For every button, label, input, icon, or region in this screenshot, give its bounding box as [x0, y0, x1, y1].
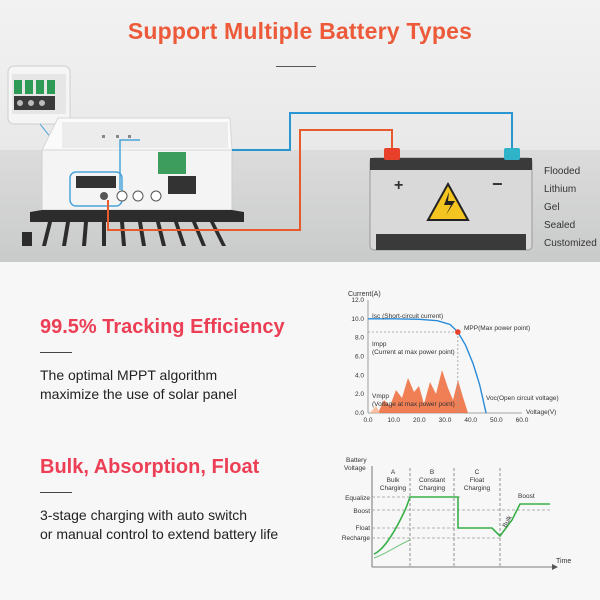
stage-name: Float	[470, 477, 485, 484]
feature-divider	[40, 352, 72, 353]
stage-name: Charging	[419, 485, 446, 492]
battery-minus-label: −	[492, 174, 503, 194]
battery-plus-label: +	[394, 177, 403, 194]
bulk-annotation: Bulk	[502, 514, 514, 529]
iv-x-tick-label: 40.0	[464, 417, 477, 424]
mpp-point	[455, 329, 461, 335]
iv-xlabel: Voltage(V)	[526, 409, 556, 416]
stage-name: Charging	[380, 485, 407, 492]
iv-y-tick-label: 2.0	[355, 391, 364, 398]
iv-x-tick-label: 0.0	[363, 417, 372, 424]
feature-description-charging: 3-stage charging with auto switch or man…	[40, 506, 278, 544]
feature-description-tracking: The optimal MPPT algorithm maximize the …	[40, 366, 237, 404]
terminal-zoom-inset	[7, 65, 71, 125]
vmpp-desc: (Voltage at max power point)	[372, 401, 455, 408]
vmpp-label: Vmpp	[372, 393, 389, 400]
charge-ylabel-1: Battery	[346, 457, 367, 464]
mpp-label: MPP(Max power point)	[464, 325, 530, 332]
stage-letter: C	[475, 469, 480, 476]
description-line: maximize the use of solar panel	[40, 386, 237, 402]
boost-annotation: Boost	[518, 493, 535, 500]
time-arrow-icon	[552, 564, 558, 570]
battery-type-item: Gel	[544, 202, 560, 213]
controller-battery-illustration: + −	[7, 65, 533, 251]
description-line: The optimal MPPT algorithm	[40, 367, 218, 383]
iv-y-tick-label: 12.0	[351, 297, 364, 304]
stage-letter: A	[391, 469, 396, 476]
impp-label: Impp	[372, 341, 387, 348]
iv-x-tick-label: 20.0	[413, 417, 426, 424]
charge-voltage-line	[373, 496, 550, 555]
iv-y-tick-label: 6.0	[355, 354, 364, 361]
title-divider	[276, 66, 316, 67]
battery-type-item: Sealed	[544, 220, 576, 231]
iv-x-tick-label: 10.0	[387, 417, 400, 424]
iv-y-tick-label: 8.0	[355, 335, 364, 342]
stage-name: Charging	[464, 485, 491, 492]
stage-name: Bulk	[387, 477, 400, 484]
feature-title-charging: Bulk, Absorption, Float	[40, 456, 260, 478]
battery-type-item: Customized	[544, 238, 597, 249]
level-label-float: Float	[356, 525, 371, 532]
voc-label: Voc(Open circuit voltage)	[486, 395, 559, 402]
iv-x-tick-label: 50.0	[490, 417, 503, 424]
iv-ylabel: Current(A)	[348, 291, 381, 298]
power-area-fill-light	[370, 406, 380, 413]
iv-x-tick-label: 30.0	[439, 417, 452, 424]
level-label-equalize: Equalize	[345, 495, 370, 502]
page-title: Support Multiple Battery Types	[127, 18, 473, 44]
description-line: 3-stage charging with auto switch	[40, 507, 247, 523]
battery-type-item: Flooded	[544, 166, 581, 177]
isc-label: Isc (Short-circuit current)	[372, 313, 443, 320]
power-area-fill	[378, 370, 468, 413]
charge-ylabel-2: Voltage	[344, 465, 366, 472]
iv-y-tick-label: 4.0	[355, 372, 364, 379]
iv-y-tick-label: 0.0	[355, 410, 364, 417]
level-label-boost: Boost	[353, 508, 370, 515]
iv-x-tick-label: 60.0	[516, 417, 529, 424]
battery-type-item: Lithium	[544, 184, 577, 195]
mppt-iv-chart: Current(A) 0.0 2.0 4.0 6.0 8.0 10.0 12.0 0.0 10…	[348, 291, 559, 424]
mppt-controller	[22, 117, 244, 246]
stage-letter: B	[430, 469, 434, 476]
charge-xlabel: Time	[556, 558, 571, 565]
stage-name: Constant	[419, 477, 445, 484]
iv-y-tick-label: 10.0	[351, 316, 364, 323]
charging-stages-chart: Battery Voltage Time A Bulk Charging B C…	[342, 457, 571, 570]
battery-type-list: Flooded Lithium Gel Sealed Customized	[544, 163, 597, 253]
level-label-recharge: Recharge	[342, 535, 371, 542]
impp-desc: (Current at max power point)	[372, 349, 455, 356]
description-line: or manual control to extend battery life	[40, 526, 279, 542]
feature-divider	[40, 492, 72, 493]
feature-title-tracking: 99.5% Tracking Efficiency	[40, 316, 285, 338]
bulk-current-line	[373, 539, 411, 559]
battery-illustration: + −	[369, 148, 533, 251]
